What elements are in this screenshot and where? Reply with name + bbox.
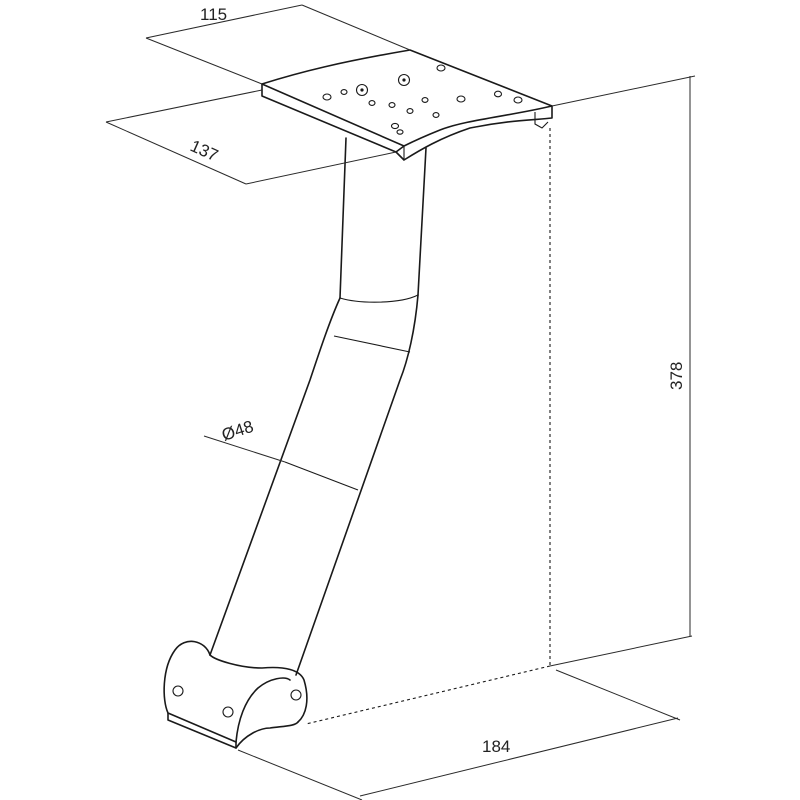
dim-184: 184 (237, 669, 681, 800)
plate-width-label: 115 (200, 5, 227, 24)
upper-tube (339, 137, 427, 303)
dim-378: 378 (549, 75, 696, 667)
dim-115: 115 (145, 4, 411, 85)
offset-label: 184 (482, 737, 510, 756)
mounting-plate (261, 49, 553, 161)
dim-137: 137 (105, 89, 397, 185)
plate-holes (322, 64, 523, 135)
tube-diameter-label: Ø48 (219, 417, 255, 445)
saddle-clamp (163, 640, 308, 749)
plate-depth-label: 137 (187, 136, 221, 165)
total-height-label: 378 (667, 362, 686, 390)
dim-diameter: Ø48 (203, 417, 286, 463)
lower-tube (209, 294, 419, 676)
